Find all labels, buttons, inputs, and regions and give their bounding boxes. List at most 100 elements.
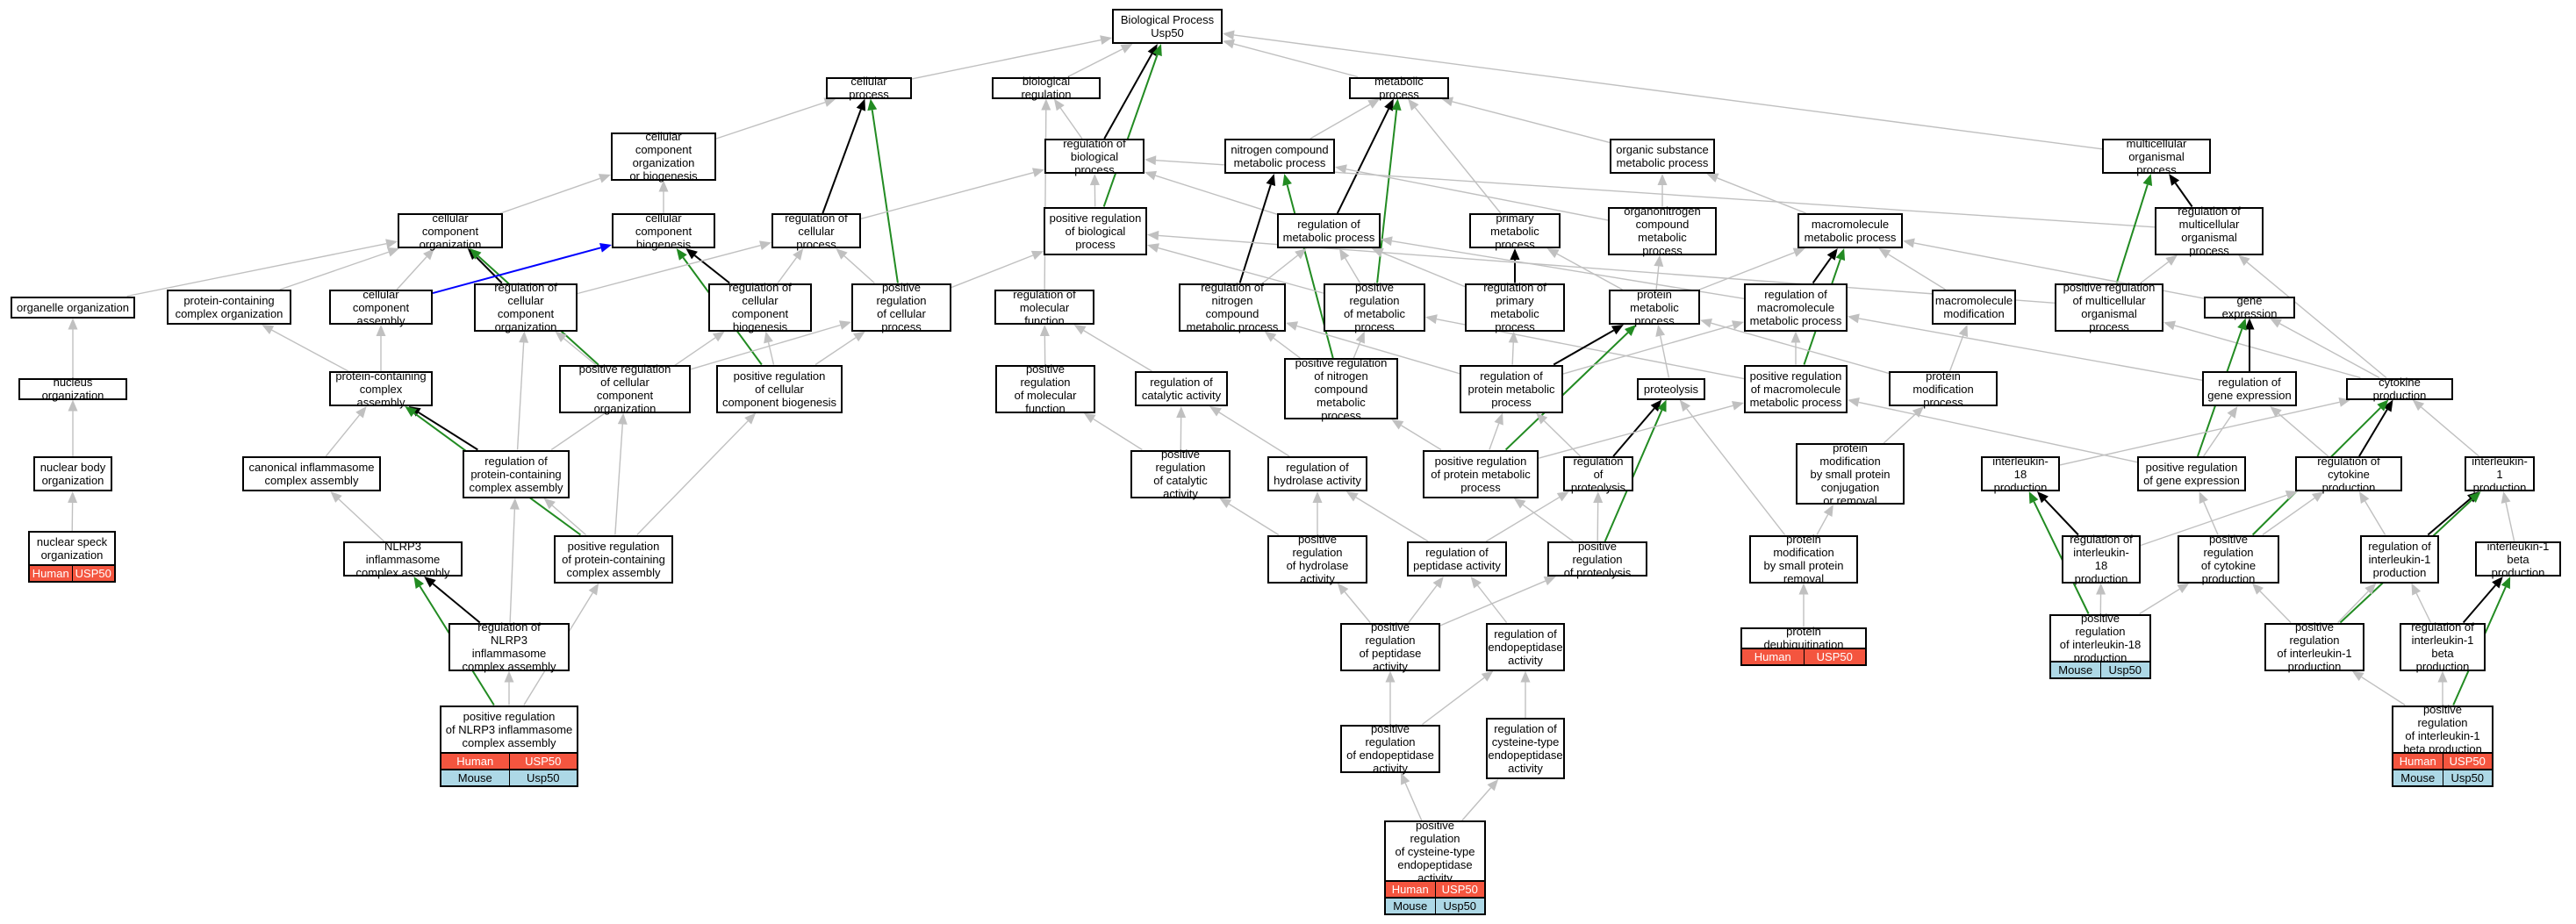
edge-protein-containing-complex-assembly-to-protein-containing-complex-org <box>271 329 349 372</box>
edge-pos-reg-cysteine-endopeptidase-activity-to-pos-reg-endopeptidase-activity <box>1404 783 1423 821</box>
go-term-reg-cc-biogenesis[interactable]: regulation of cellular component biogene… <box>708 281 812 333</box>
go-term-gene-expression[interactable]: gene expression <box>2204 294 2295 320</box>
go-term-nitrogen-compound-mp[interactable]: nitrogen compound metabolic process <box>1224 139 1335 174</box>
go-term-pos-reg-hydrolase-activity[interactable]: positive regulation of hydrolase activit… <box>1267 533 1367 585</box>
go-term-protein-mp[interactable]: protein metabolic process <box>1609 288 1700 327</box>
edge-cc-assembly-to-cc-organization <box>396 256 427 290</box>
go-term-protein-mod-small-protein-removal[interactable]: protein modification by small protein re… <box>1749 533 1858 585</box>
edge-reg-nlrp3-inflammasome-assembly-to-reg-protein-containing-complex-assembly <box>509 509 516 623</box>
go-term-reg-primary-mp[interactable]: regulation of primary metabolic process <box>1465 281 1565 333</box>
go-term-pos-reg-endopeptidase-activity[interactable]: positive regulation of endopeptidase act… <box>1340 722 1440 775</box>
go-term-pos-reg-nitrogen-cmp[interactable]: positive regulation of nitrogen compound… <box>1284 356 1398 422</box>
go-term-pos-reg-metabolic-process[interactable]: positive regulation of metabolic process <box>1324 281 1425 333</box>
edge-biological-regulation-to-root <box>1067 48 1123 78</box>
go-term-reg-nlrp3-inflammasome-assembly[interactable]: regulation of NLRP3 inflammasome complex… <box>448 620 570 673</box>
edge-cytokine-production-to-reg-multicellular-op <box>2246 261 2387 379</box>
go-term-cellular-process[interactable]: cellular process <box>826 75 912 101</box>
go-term-pos-reg-molecular-function[interactable]: positive regulation of molecular functio… <box>995 362 1095 415</box>
go-term-pos-reg-il1-production[interactable]: positive regulation of interleukin-1 pro… <box>2264 620 2364 673</box>
go-term-reg-peptidase-activity[interactable]: regulation of peptidase activity <box>1407 541 1507 577</box>
go-term-pos-reg-cc-biogenesis[interactable]: positive regulation of cellular componen… <box>716 364 843 413</box>
go-term-primary-mp[interactable]: primary metabolic process <box>1469 211 1561 251</box>
edge-arrowhead <box>744 412 757 425</box>
go-term-pos-reg-cytokine-production[interactable]: positive regulation of cytokine producti… <box>2178 533 2279 585</box>
go-term-reg-cysteine-endopeptidase-activity[interactable]: regulation of cysteine-type endopeptidas… <box>1486 718 1565 779</box>
edge-pos-reg-cysteine-endopeptidase-activity-to-reg-cysteine-endopeptidase-activity <box>1461 787 1492 821</box>
go-term-reg-hydrolase-activity[interactable]: regulation of hydrolase activity <box>1267 456 1367 491</box>
edge-arrowhead <box>68 399 78 412</box>
go-term-cc-organization[interactable]: cellular component organization <box>398 211 503 251</box>
edge-pos-reg-peptidase-activity-to-reg-peptidase-activity <box>1408 584 1438 623</box>
go-term-pos-reg-bio-process[interactable]: positive regulation of biological proces… <box>1044 206 1147 255</box>
go-term-il18-production[interactable]: interleukin-18 production <box>1981 455 2060 494</box>
go-term-reg-il1-beta-production[interactable]: regulation of interleukin-1 beta product… <box>2400 620 2486 673</box>
go-term-pos-reg-gene-expression[interactable]: positive regulation of gene expression <box>2137 456 2246 491</box>
go-term-reg-macromolecule-mp[interactable]: regulation of macromolecule metabolic pr… <box>1744 283 1848 332</box>
edge-arrowhead <box>1286 321 1299 331</box>
go-term-pos-reg-cellular-process[interactable]: positive regulation of cellular process <box>851 281 951 333</box>
go-term-pos-reg-catalytic-activity[interactable]: positive regulation of catalytic activit… <box>1130 448 1231 500</box>
go-term-reg-catalytic-activity[interactable]: regulation of catalytic activity <box>1135 371 1228 406</box>
go-term-protein-modification-process[interactable]: protein modification process <box>1889 369 1998 409</box>
go-term-reg-cc-org[interactable]: regulation of cellular component organiz… <box>474 281 578 333</box>
go-term-cc-assembly[interactable]: cellular component assembly <box>329 288 433 327</box>
go-term-protein-deubiquitination[interactable]: protein deubiquitination <box>1740 625 1867 651</box>
go-term-protein-mod-small-protein-conj[interactable]: protein modification by small protein co… <box>1796 441 1905 507</box>
go-term-reg-bio-process[interactable]: regulation of biological process <box>1044 137 1144 176</box>
go-term-reg-metabolic-process[interactable]: regulation of metabolic process <box>1277 213 1381 248</box>
go-term-reg-cytokine-production[interactable]: regulation of cytokine production <box>2295 455 2402 494</box>
go-term-protein-containing-complex-assembly[interactable]: protein-containing complex assembly <box>329 369 433 409</box>
go-term-reg-endopeptidase-activity[interactable]: regulation of endopeptidase activity <box>1486 622 1565 671</box>
go-term-organic-substance-mp[interactable]: organic substance metabolic process <box>1610 139 1715 174</box>
go-term-pos-reg-multicellular-op[interactable]: positive regulation of multicellular org… <box>2055 281 2163 333</box>
go-term-reg-multicellular-op[interactable]: regulation of multicellular organismal p… <box>2155 204 2264 257</box>
go-term-reg-il1-production[interactable]: regulation of interleukin-1 production <box>2360 534 2439 584</box>
edge-arrowhead <box>1848 398 1860 407</box>
go-term-pos-reg-macromolecule-mp[interactable]: positive regulation of macromolecule met… <box>1744 364 1848 413</box>
go-term-organelle-org[interactable]: organelle organization <box>11 296 135 319</box>
go-term-proteolysis[interactable]: proteolysis <box>1637 377 1705 400</box>
go-term-root[interactable]: Biological Process Usp50 <box>1112 9 1223 44</box>
go-term-pos-reg-proteolysis[interactable]: positive regulation of proteolysis <box>1547 540 1647 579</box>
go-term-il1-beta-production[interactable]: interleukin-1 beta production <box>2475 540 2561 579</box>
go-term-reg-protein-containing-complex-assembly[interactable]: regulation of protein-containing complex… <box>463 449 570 498</box>
go-term-pos-reg-il1-beta-production[interactable]: positive regulation of interleukin-1 bet… <box>2392 703 2493 756</box>
go-term-organonitrogen-cmp[interactable]: organonitrogen compound metabolic proces… <box>1608 204 1717 257</box>
go-term-pos-reg-protein-containing-complex-assembly[interactable]: positive regulation of protein-containin… <box>554 534 673 584</box>
go-term-nuclear-speck-org[interactable]: nuclear speck organization <box>28 531 116 566</box>
annotation-species: Mouse <box>457 770 492 784</box>
go-term-nucleus-org[interactable]: nucleus organization <box>18 376 127 402</box>
go-term-reg-il18-production[interactable]: regulation of interleukin-18 production <box>2062 533 2141 585</box>
go-term-pos-reg-protein-mp[interactable]: positive regulation of protein metabolic… <box>1423 449 1539 498</box>
go-term-pos-reg-cc-org[interactable]: positive regulation of cellular componen… <box>559 362 691 415</box>
go-term-multicellular-op[interactable]: multicellular organismal process <box>2102 137 2211 176</box>
go-term-protein-containing-complex-org[interactable]: protein-containing complex organization <box>167 290 291 325</box>
go-term-pos-reg-peptidase-activity[interactable]: positive regulation of peptidase activit… <box>1340 620 1440 673</box>
go-term-biological-regulation[interactable]: biological regulation <box>992 75 1101 101</box>
go-term-pos-reg-nlrp3-inflammasome-assembly[interactable]: positive regulation of NLRP3 inflammasom… <box>440 705 578 754</box>
go-term-macromolecule-modification[interactable]: macromolecule modification <box>1932 290 2016 325</box>
go-term-cc-org-biogenesis[interactable]: cellular component organization or bioge… <box>611 130 716 183</box>
go-term-nlrp3-inflammasome-assembly[interactable]: NLRP3 inflammasome complex assembly <box>343 540 463 579</box>
edge-pos-reg-cc-org-to-reg-cc-org <box>563 338 597 366</box>
edge-il1-production-to-cytokine-production <box>2421 406 2479 457</box>
go-term-cc-biogenesis[interactable]: cellular component biogenesis <box>612 211 715 251</box>
go-term-reg-protein-mp[interactable]: regulation of protein metabolic process <box>1460 364 1563 413</box>
go-term-pos-reg-cysteine-endopeptidase-activity[interactable]: positive regulation of cysteine-type end… <box>1384 819 1486 885</box>
go-term-canonical-inflammasome-assembly[interactable]: canonical inflammasome complex assembly <box>242 456 381 491</box>
go-term-reg-cellular-process[interactable]: regulation of cellular process <box>771 211 861 251</box>
go-term-macromolecule-mp[interactable]: macromolecule metabolic process <box>1797 213 1903 248</box>
go-term-reg-gene-expression[interactable]: regulation of gene expression <box>2202 371 2297 406</box>
go-term-cytokine-production[interactable]: cytokine production <box>2346 376 2453 402</box>
go-term-pos-reg-il18-production[interactable]: positive regulation of interleukin-18 pr… <box>2049 612 2151 664</box>
edge-reg-bio-process-to-root <box>1103 53 1153 140</box>
go-term-reg-molecular-function[interactable]: regulation of molecular function <box>994 288 1094 327</box>
go-term-nuclear-body-org[interactable]: nuclear body organization <box>33 456 112 491</box>
go-term-reg-proteolysis[interactable]: regulation of proteolysis <box>1563 455 1633 494</box>
go-term-il1-production[interactable]: interleukin-1 production <box>2465 455 2535 494</box>
edge-arrowhead <box>1912 406 1925 418</box>
go-term-reg-nitrogen-cmp[interactable]: regulation of nitrogen compound metaboli… <box>1179 281 1286 333</box>
go-term-metabolic-process[interactable]: metabolic process <box>1349 75 1449 101</box>
edge-arrowhead <box>1100 35 1112 45</box>
